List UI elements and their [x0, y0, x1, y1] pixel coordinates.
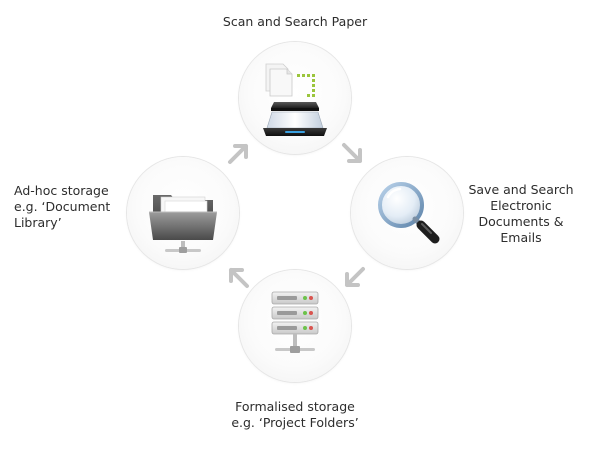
magnifier-icon: [378, 182, 440, 244]
server-icon: [271, 291, 319, 353]
label-line: Formalised storage: [235, 399, 355, 414]
cycle-arrow-icon: [345, 267, 365, 287]
cycle-arrow-icon: [342, 143, 362, 163]
label-line: e.g. ‘Project Folders’: [231, 415, 359, 430]
label-line: Library’: [14, 215, 62, 230]
node-formalised-storage: [239, 270, 351, 382]
label-line: Emails: [500, 230, 542, 245]
label-adhoc-storage: Ad-hoc storage e.g. ‘Document Library’: [14, 183, 110, 231]
cycle-arrow-icon: [229, 268, 249, 288]
label-line: Save and Search: [468, 182, 574, 197]
label-formalised-storage: Formalised storage e.g. ‘Project Folders…: [160, 399, 430, 431]
scanner-icon: [263, 63, 327, 136]
cycle-arrow-icon: [228, 144, 248, 164]
label-line: e.g. ‘Document: [14, 199, 111, 214]
label-scan-and-search-paper: Scan and Search Paper: [0, 14, 590, 30]
node-adhoc-storage: [127, 157, 239, 269]
label-line: Documents &: [478, 214, 564, 229]
folder-icon: [149, 195, 217, 253]
node-save-search-electronic: [351, 157, 463, 269]
label-save-and-search-electronic: Save and Search Electronic Documents & E…: [462, 182, 580, 246]
node-scan-paper: [239, 42, 351, 154]
label-line: Electronic: [490, 198, 552, 213]
label-line: Scan and Search Paper: [222, 14, 368, 29]
label-line: Ad-hoc storage: [14, 183, 109, 198]
